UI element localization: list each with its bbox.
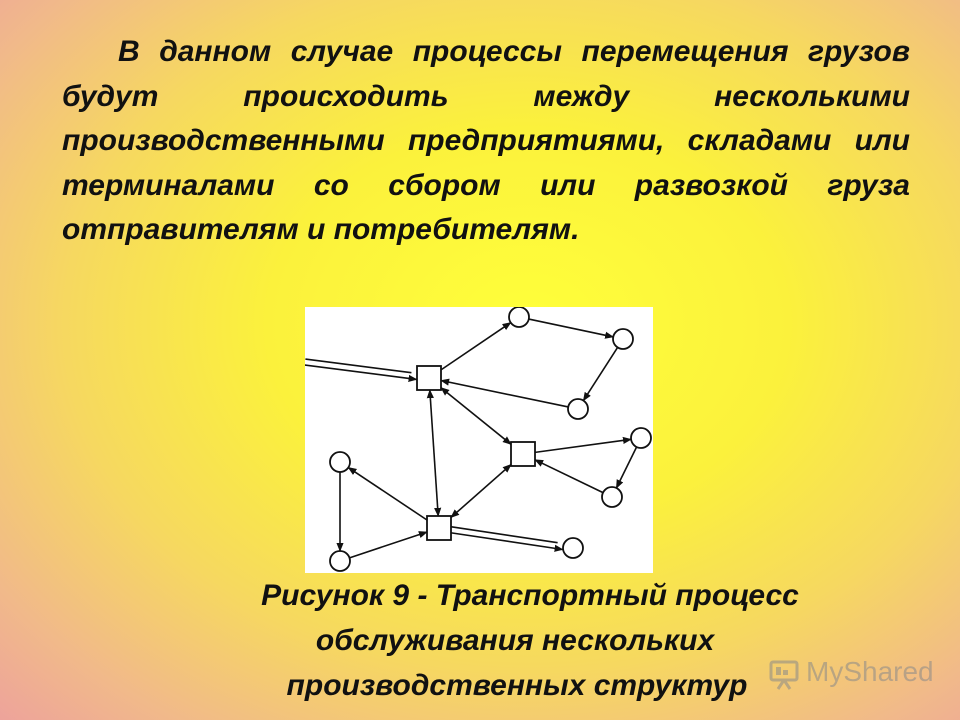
square-node-hub3 — [426, 515, 452, 541]
presentation-board-icon — [769, 660, 799, 690]
edge-hub1-hub3 — [426, 389, 442, 517]
diagram-canvas — [305, 307, 652, 572]
edge-c7-hub3 — [349, 531, 428, 559]
watermark-logo: MyShared — [768, 654, 938, 694]
edges-layer — [305, 318, 638, 559]
circle-node-c4 — [630, 427, 652, 449]
figure-caption: Рисунок 9 - Транспортный процесс обслужи… — [150, 573, 880, 708]
square-node-hub1 — [416, 365, 442, 391]
edge-hub3-c8 — [450, 531, 564, 552]
edge-external-hub1-parallel — [305, 358, 412, 374]
edge-hub3-c8-parallel — [451, 526, 558, 544]
caption-line-2: обслуживания нескольких — [315, 624, 715, 657]
square-node-hub2 — [510, 441, 536, 467]
edge-c1-c2 — [528, 318, 615, 339]
caption-line-3: производственных структур — [286, 669, 748, 702]
edge-c5-hub2 — [534, 459, 604, 494]
edge-hub1-hub2 — [440, 387, 512, 445]
edge-c4-c5 — [615, 446, 638, 489]
transport-network-diagram — [305, 307, 653, 573]
circle-node-c3 — [567, 398, 589, 420]
circle-node-c1 — [508, 307, 530, 328]
caption-line-1: Рисунок 9 - Транспортный процесс — [261, 579, 799, 612]
edge-external-hub1 — [305, 364, 418, 382]
circle-node-c5 — [601, 486, 623, 508]
edge-hub2-hub3 — [450, 463, 512, 519]
body-paragraph: В данном случае процессы перемещения гру… — [62, 35, 910, 246]
nodes-layer — [329, 307, 652, 572]
edge-hub1-c1 — [440, 321, 512, 371]
circle-node-c7 — [329, 550, 351, 572]
circle-node-c2 — [612, 328, 634, 350]
circle-node-c6 — [329, 451, 351, 473]
edge-hub2-c4 — [534, 436, 632, 454]
edge-c2-c3 — [582, 346, 619, 402]
edge-hub3-c6 — [347, 466, 428, 521]
watermark-text: MyShared — [806, 656, 934, 687]
circle-node-c8 — [562, 537, 584, 559]
